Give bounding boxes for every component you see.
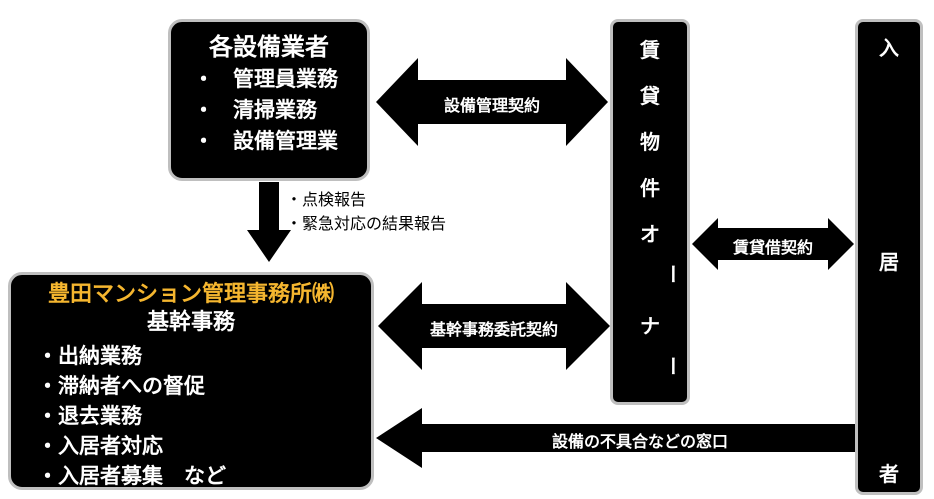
- report-note: ・緊急対応の結果報告: [286, 214, 447, 233]
- equipment-contractors-box: 各設備業者 ・管理員業務 ・清掃業務 ・設備管理業: [168, 19, 370, 181]
- bullet: ・: [193, 98, 214, 122]
- tenant-char: 居: [879, 250, 899, 274]
- owner-char: 賃: [640, 38, 660, 62]
- list-item: ・管理員業務: [171, 64, 367, 95]
- lease-contract-label: 賃貸借契約: [732, 238, 813, 257]
- management-contract-label: 基幹事務委託契約: [429, 320, 558, 339]
- list-item: ・出納業務: [37, 344, 142, 368]
- bullet: ・: [193, 129, 214, 153]
- management-office-title: 豊田マンション管理事務所㈱: [47, 282, 334, 307]
- equipment-contract-label: 設備管理契約: [443, 96, 540, 115]
- management-contract-arrow: [378, 282, 610, 370]
- owner-char: 物: [640, 130, 660, 154]
- tenant-bar: 入 居 者: [855, 19, 923, 495]
- owner-char: 件: [640, 176, 660, 200]
- lease-contract-arrow: [692, 218, 854, 270]
- equipment-contract-arrow: [376, 58, 608, 146]
- defect-window-arrow: [376, 408, 856, 468]
- list-item: ・清掃業務: [171, 95, 367, 126]
- owner-char: ー: [660, 356, 684, 376]
- defect-window-label: 設備の不具合などの窓口: [551, 432, 728, 451]
- equipment-contractors-title: 各設備業者: [209, 33, 329, 61]
- report-notes: ・点検報告 ・緊急対応の結果報告: [286, 188, 446, 236]
- report-down-arrow: [247, 182, 291, 262]
- equipment-contractors-list: ・管理員業務 ・清掃業務 ・設備管理業: [171, 64, 367, 157]
- tenant-char: 者: [879, 462, 899, 486]
- property-owner-bar: 賃 貸 物 件 オ ー ナ ー: [610, 19, 690, 405]
- owner-char: ナ: [640, 314, 660, 338]
- owner-char: ー: [660, 264, 684, 284]
- management-office-list: ・出納業務 ・滞納者への督促 ・退去業務 ・入居者対応 ・入居者募集 など: [11, 341, 371, 491]
- list-item: ・入居者募集 など: [37, 464, 226, 488]
- owner-char: オ: [640, 222, 660, 246]
- list-item: ・設備管理業: [171, 126, 367, 157]
- tenant-char: 入: [879, 36, 899, 60]
- management-office-subtitle: 基幹事務: [146, 310, 235, 335]
- bullet: ・: [193, 67, 214, 91]
- report-note: ・点検報告: [286, 190, 367, 209]
- owner-char: 貸: [640, 84, 660, 108]
- management-office-box: 豊田マンション管理事務所㈱ 基幹事務 ・出納業務 ・滞納者への督促 ・退去業務 …: [8, 272, 374, 490]
- list-item: ・入居者対応: [37, 434, 163, 458]
- list-item: ・退去業務: [37, 404, 142, 428]
- list-item: ・滞納者への督促: [37, 374, 205, 398]
